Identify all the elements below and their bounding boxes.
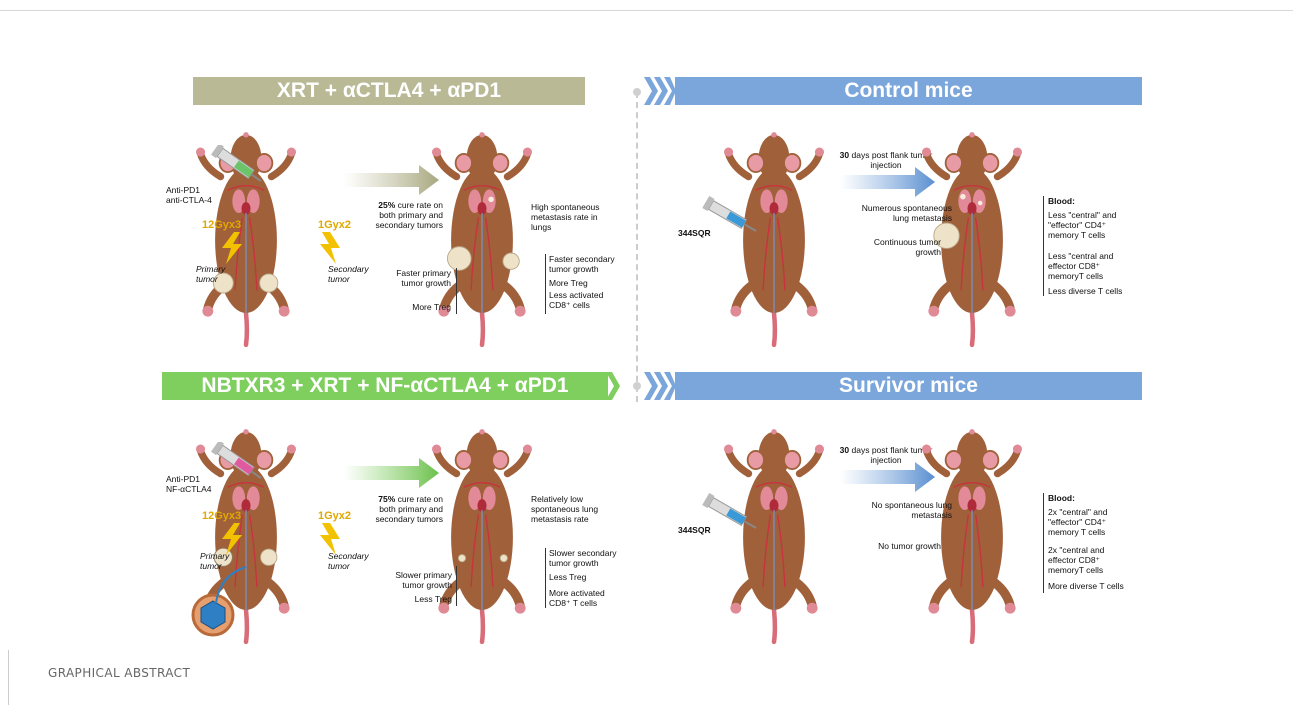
cure-rate-label: 25% cure rate on both primary and second… xyxy=(368,200,443,230)
syringe-icon xyxy=(208,145,268,185)
secondary-treg-label: Less Treg xyxy=(549,572,624,582)
mouse-control-injected xyxy=(724,118,824,358)
metastasis-label: Numerous spontaneous lung metastasis xyxy=(852,203,952,223)
metastasis-label: High spontaneous metastasis rate in lung… xyxy=(531,202,601,232)
syringe-label: Anti-PD1anti-CTLA-4 xyxy=(166,185,212,205)
banner-survivor-mice: Survivor mice xyxy=(675,372,1142,400)
blood-title: Blood: xyxy=(1048,493,1075,503)
primary-tumor-label: Primary tumor xyxy=(196,264,232,284)
bracket-line xyxy=(456,268,457,314)
metastasis-label: No spontaneous lung metastasis xyxy=(852,500,952,520)
bracket-line xyxy=(1043,196,1044,296)
secondary-tumor-label: Secondary tumor xyxy=(328,551,372,571)
bracket-line xyxy=(456,566,457,606)
metastasis-label: Relatively low spontaneous lung metastas… xyxy=(531,494,626,524)
primary-growth-label: Slower primary tumor growth xyxy=(394,570,452,590)
tumor-growth-label: Continuous tumor growth xyxy=(855,237,941,257)
lightning-icon xyxy=(320,232,342,264)
tumor-growth-label: No tumor growth xyxy=(855,541,941,551)
left-rule xyxy=(8,650,9,705)
banner-control-mice: Control mice xyxy=(675,77,1142,105)
secondary-growth-label: Faster secondary tumor growth xyxy=(549,254,624,274)
chevron-icon xyxy=(644,77,676,105)
bracket-line xyxy=(1043,493,1044,593)
blood-diversity-label: More diverse T cells xyxy=(1048,581,1138,591)
lightning-icon xyxy=(222,232,244,264)
footer-label: GRAPHICAL ABSTRACT xyxy=(48,666,190,680)
cure-rate-label: 75% cure rate on both primary and second… xyxy=(370,494,443,524)
cd8-label: More activated CD8⁺ T cells xyxy=(549,588,624,608)
mouse-survivor-outcome xyxy=(922,415,1022,655)
banner-xrt-treatment: XRT + αCTLA4 + αPD1 xyxy=(193,77,585,105)
treatment-arrow-icon xyxy=(344,165,439,195)
primary-treg-label: Less Treg xyxy=(394,594,452,604)
cell-line-label: 344SQR xyxy=(678,228,711,238)
syringe-icon xyxy=(208,442,268,482)
mouse-outcome-nbtxr3 xyxy=(432,415,532,655)
top-rule xyxy=(0,10,1293,11)
secondary-tumor-label: Secondary tumor xyxy=(328,264,372,284)
blood-diversity-label: Less diverse T cells xyxy=(1048,286,1138,296)
blood-cd4-label: Less "central" and "effector" CD4⁺ memor… xyxy=(1048,210,1133,240)
cd8-label: Less activated CD8⁺ cells xyxy=(549,290,619,310)
secondary-treg-label: More Treg xyxy=(549,278,624,288)
mouse-outcome-xrt xyxy=(432,118,532,358)
primary-growth-label: Faster primary tumor growth xyxy=(395,268,451,288)
bracket-line xyxy=(545,254,546,314)
connector-line xyxy=(210,565,250,605)
syringe-label: Anti-PD1NF-αCTLA4 xyxy=(166,474,212,494)
banner-nbtxr3-treatment: NBTXR3 + XRT + NF-αCTLA4 + αPD1 xyxy=(162,372,608,400)
time-arrow-icon xyxy=(840,167,935,197)
dose-primary: 12Gyx3 xyxy=(202,219,241,231)
green-banner-chevron xyxy=(606,372,620,400)
blood-cd8-label: 2x "central and effector CD8⁺ memoryT ce… xyxy=(1048,545,1133,575)
blood-cd4-label: 2x "central" and "effector" CD4⁺ memory … xyxy=(1048,507,1133,537)
dose-secondary: 1Gyx2 xyxy=(318,510,351,522)
cell-line-label: 344SQR xyxy=(678,525,711,535)
chevron-icon xyxy=(644,372,676,400)
divider-dot xyxy=(633,88,641,96)
treatment-arrow-icon xyxy=(344,458,439,488)
mouse-survivor-injected xyxy=(724,415,824,655)
divider-dot xyxy=(633,382,641,390)
dose-primary: 12Gyx3 xyxy=(202,510,241,522)
bracket-line xyxy=(545,548,546,608)
blood-cd8-label: Less "central and effector CD8⁺ memoryT … xyxy=(1048,251,1133,281)
primary-treg-label: More Treg xyxy=(395,302,451,312)
blood-title: Blood: xyxy=(1048,196,1075,206)
dose-secondary: 1Gyx2 xyxy=(318,219,351,231)
section-divider xyxy=(636,92,638,402)
secondary-growth-label: Slower secondary tumor growth xyxy=(549,548,629,568)
time-arrow-icon xyxy=(840,462,935,492)
